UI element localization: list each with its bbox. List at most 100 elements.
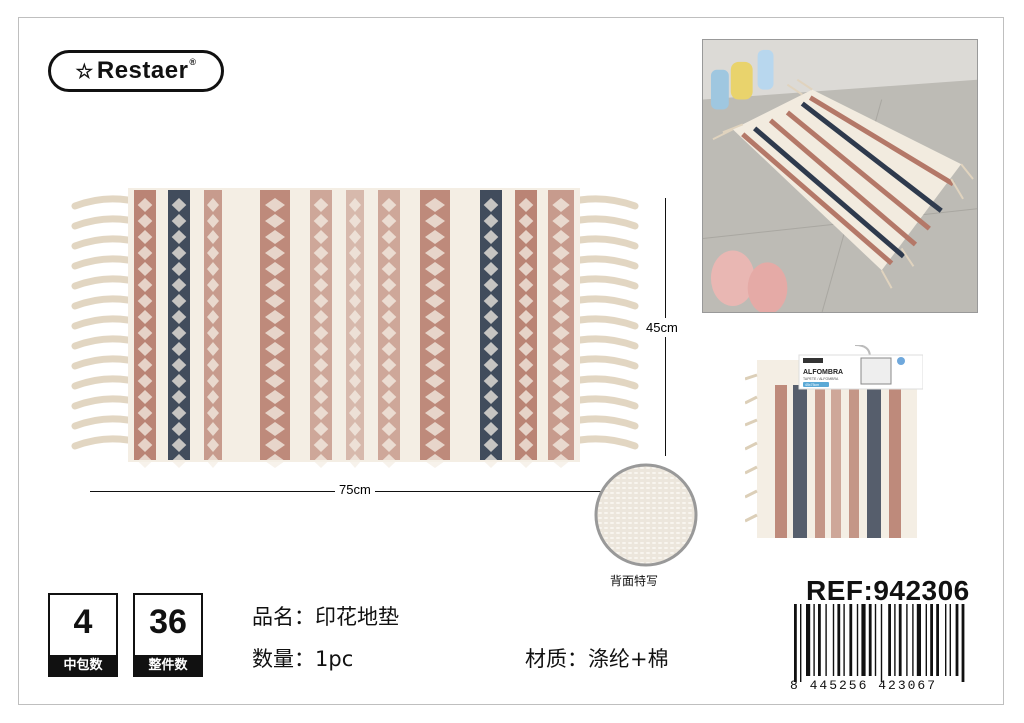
barcode-bar [955, 604, 959, 676]
rug-motif [137, 198, 153, 212]
rug-motif [265, 422, 285, 436]
fringe-tassel [71, 355, 132, 370]
rug-stripe [310, 190, 332, 460]
rug-motif [349, 406, 361, 420]
rug-motif [381, 326, 397, 340]
barcode-bar [961, 604, 965, 682]
rug-motif [381, 390, 397, 404]
rug-motif [518, 358, 534, 372]
rug-motif [425, 438, 445, 452]
rug-motif [425, 230, 445, 244]
fringe-tassel [576, 375, 639, 390]
rug-motif [265, 454, 285, 468]
rug-motif [207, 246, 219, 260]
rug-motif [313, 406, 329, 420]
rug-motif [171, 294, 187, 308]
fringe-tassel [71, 315, 132, 330]
fringe-tassel [576, 255, 639, 270]
rug-motif [313, 438, 329, 452]
rug-motif [518, 326, 534, 340]
rug-motif [349, 374, 361, 388]
rug-motif [171, 198, 187, 212]
rug-motif [381, 230, 397, 244]
barcode-bar [949, 604, 951, 676]
rug-motif [518, 262, 534, 276]
rug-fringes [71, 195, 639, 450]
rug-motif [425, 278, 445, 292]
rug-motif [349, 358, 361, 372]
rug-motif [483, 454, 499, 468]
rug-stripe [204, 190, 222, 460]
rug-motif [313, 198, 329, 212]
rug-motif [349, 294, 361, 308]
rug-motif [518, 406, 534, 420]
rug-motif [265, 374, 285, 388]
star-icon: ☆ [75, 60, 94, 83]
inner-pack-count-label: 中包数 [48, 655, 118, 677]
rug-motif [207, 454, 219, 468]
rug-stripe [378, 190, 400, 460]
rug-motif [552, 374, 570, 388]
rug-stripe [480, 190, 502, 460]
rug-motif [518, 294, 534, 308]
rug-motif [349, 342, 361, 356]
rug-motif [425, 294, 445, 308]
fringe-tassel [576, 415, 639, 430]
barcode-bar [916, 604, 921, 676]
fringe-tassel [71, 395, 132, 410]
room-scene-photo [702, 39, 978, 313]
rug-motif [265, 358, 285, 372]
rug-stripe [515, 190, 537, 460]
quantity-row: 数量：1pc [252, 643, 353, 673]
rug-motif [381, 406, 397, 420]
rug-motif [137, 262, 153, 276]
fringe-tassel [71, 235, 132, 250]
rug-motif [349, 246, 361, 260]
rug-motif [552, 406, 570, 420]
barcode-bar [906, 604, 908, 676]
rug-motif [137, 390, 153, 404]
barcode-bar [818, 604, 821, 676]
rug-motif [349, 310, 361, 324]
rug-motif [425, 374, 445, 388]
rug-motif [349, 278, 361, 292]
rug-stripes [134, 190, 574, 468]
rug-motif [265, 406, 285, 420]
rug-motif [483, 326, 499, 340]
rug-motif [207, 230, 219, 244]
quantity-value: 1pc [315, 647, 354, 671]
rug-motif [265, 310, 285, 324]
fringe-tassel [576, 335, 639, 350]
rug-motif [349, 214, 361, 228]
rug-motif [137, 374, 153, 388]
barcode-bar [794, 604, 797, 682]
rug-motif [313, 390, 329, 404]
rug-motif [552, 342, 570, 356]
rug-motif [265, 214, 285, 228]
rug-motif [381, 422, 397, 436]
rug-motif [171, 374, 187, 388]
barcode-bar [832, 604, 835, 676]
rug-motif [313, 230, 329, 244]
rug-motif [313, 374, 329, 388]
rug-stripe [134, 190, 156, 460]
rug-motif [518, 374, 534, 388]
carton-count-value: 36 [149, 603, 187, 641]
rug-motif [381, 454, 397, 468]
rug-motif [265, 438, 285, 452]
rug-motif [171, 326, 187, 340]
rug-motif [552, 214, 570, 228]
rug-motif [483, 294, 499, 308]
barcode-bar [837, 604, 841, 676]
backside-closeup-photo [594, 463, 698, 567]
rug-motif [518, 438, 534, 452]
material-label: 材质： [525, 647, 588, 671]
rug-motif [137, 406, 153, 420]
rug-motif [313, 358, 329, 372]
barcode-bar [894, 604, 896, 676]
rug-motif [425, 214, 445, 228]
fringe-tassel [71, 255, 132, 270]
rug-motif [313, 454, 329, 468]
rug-motif [207, 262, 219, 276]
barcode-bar [888, 604, 891, 676]
